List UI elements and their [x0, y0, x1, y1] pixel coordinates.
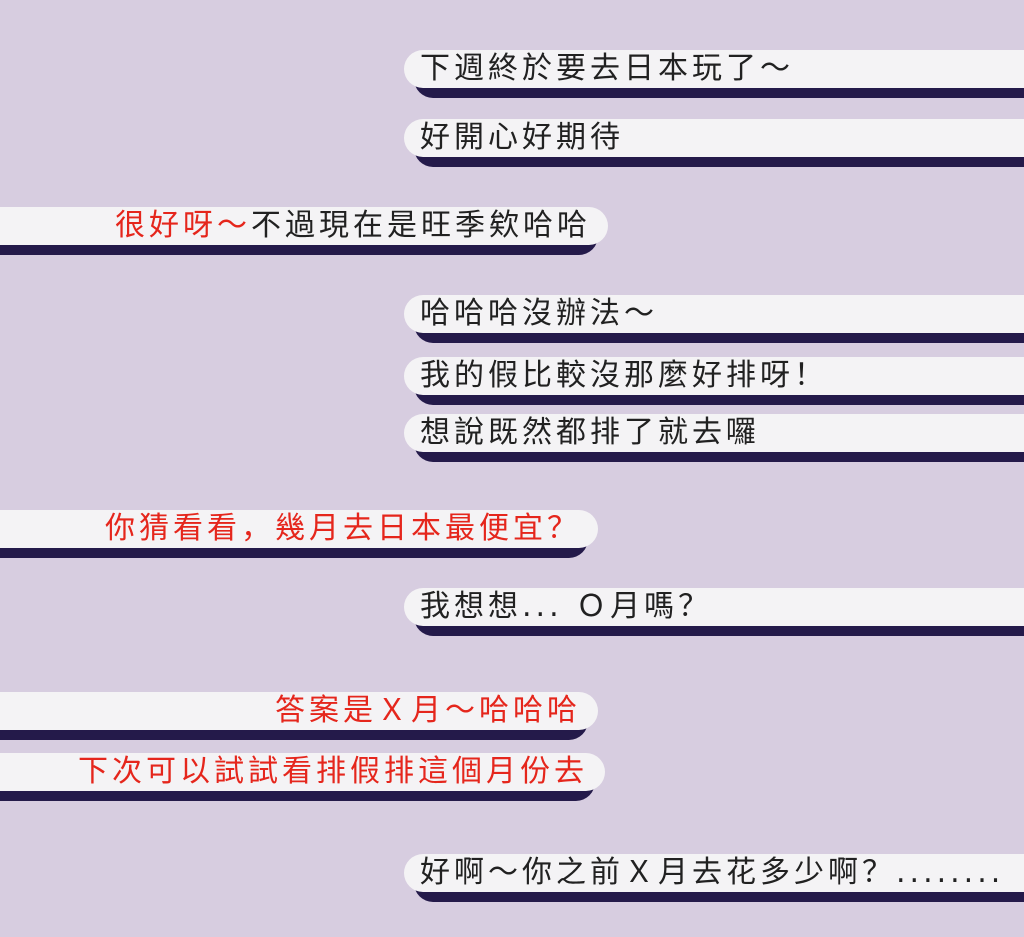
- message-bubble: 好啊～你之前Ｘ月去花多少啊？........: [404, 854, 1024, 892]
- message-bubble: 答案是Ｘ月～哈哈哈: [0, 692, 598, 730]
- message-bubble: 下次可以試試看排假排這個月份去: [0, 753, 605, 791]
- message-text: 我想想... Ｏ月嗎？: [420, 589, 713, 624]
- message-text: 好啊～你之前Ｘ月去花多少啊？........: [420, 855, 1005, 890]
- message-text: 想說既然都排了就去囉: [420, 415, 760, 450]
- message-text: 哈哈哈沒辦法～: [420, 296, 658, 331]
- message-bubble: 我的假比較沒那麼好排呀！: [404, 357, 1024, 395]
- message-text: 好開心好期待: [420, 120, 624, 155]
- message-bubble: 想說既然都排了就去囉: [404, 414, 1024, 452]
- message-text: 你猜看看，幾月去日本最便宜？: [105, 511, 581, 546]
- message-text: 下週終於要去日本玩了～: [420, 51, 794, 86]
- message-bubble: 好開心好期待: [404, 119, 1024, 157]
- message-text: 下次可以試試看排假排這個月份去: [78, 754, 588, 789]
- message-bubble: 哈哈哈沒辦法～: [404, 295, 1024, 333]
- message-text: 我的假比較沒那麼好排呀！: [420, 358, 828, 393]
- message-text: 不過現在是旺季欸哈哈: [251, 208, 591, 243]
- message-text-highlight: 很好呀～: [115, 208, 251, 243]
- message-bubble: 很好呀～不過現在是旺季欸哈哈: [0, 207, 608, 245]
- message-bubble: 你猜看看，幾月去日本最便宜？: [0, 510, 598, 548]
- message-bubble: 我想想... Ｏ月嗎？: [404, 588, 1024, 626]
- message-text: 答案是Ｘ月～哈哈哈: [275, 693, 581, 728]
- message-bubble: 下週終於要去日本玩了～: [404, 50, 1024, 88]
